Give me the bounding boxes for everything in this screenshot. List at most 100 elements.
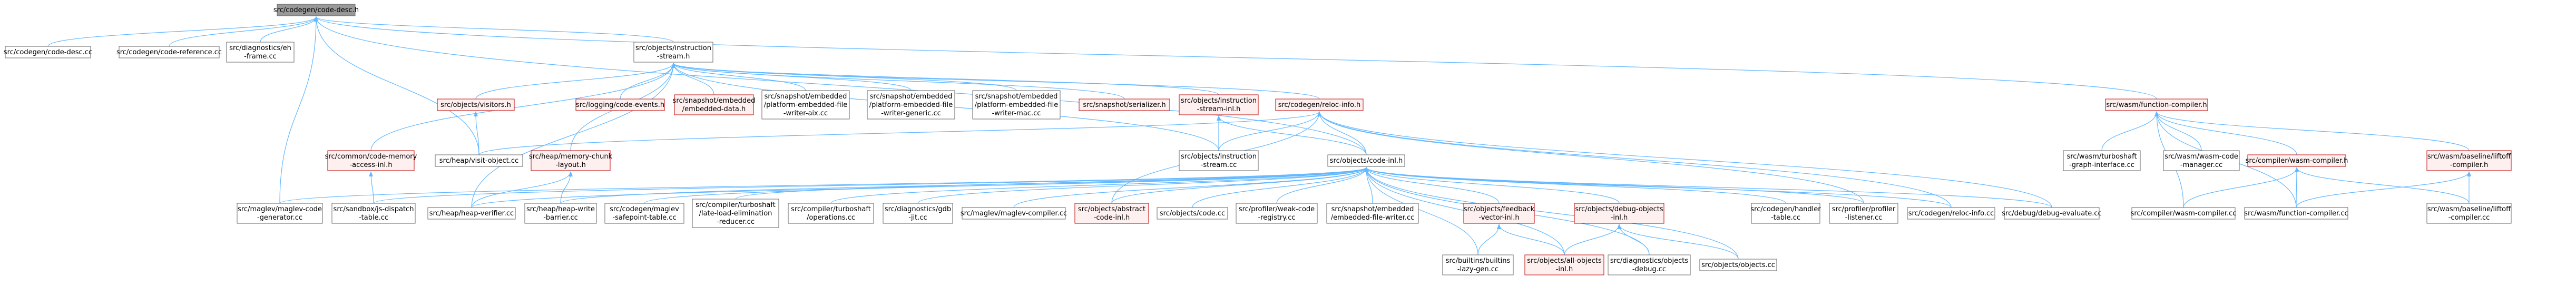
node-box [2426,203,2512,224]
edge-root-to-objects-code-inl-h [314,16,1367,155]
node-label: src/objects/code-inl.h [1330,157,1403,165]
node-wasm-code-manager-cc[interactable]: src/wasm/wasm-code-manager.cc [2163,150,2240,171]
node-turboshaft-operations-cc[interactable]: src/compiler/turboshaft/operations.cc [788,203,874,224]
edge-objects-code-inl-h-to-objects-objects-cc [1364,167,1739,260]
node-debug-evaluate-cc[interactable]: src/debug/debug-evaluate.cc [2002,207,2102,220]
node-objects-code-inl-h[interactable]: src/objects/code-inl.h [1327,154,1405,167]
node-label: -writer-mac.cc [992,110,1041,117]
node-maglev-compiler-cc[interactable]: src/maglev/maglev-compiler.cc [961,207,1067,220]
node-all-objects-inl-h[interactable]: src/objects/all-objects-inl.h [1524,254,1604,275]
node-platform-mac-cc[interactable]: src/snapshot/embedded/platform-embedded-… [972,90,1061,120]
node-code-desc-cc[interactable]: src/codegen/code-desc.cc [4,46,92,58]
node-reloc-info-cc[interactable]: src/codegen/reloc-info.cc [1907,207,1995,220]
node-box [1608,254,1691,275]
node-common-code-memory-access-inl-h[interactable]: src/common/code-memory-access-inl.h [325,150,417,171]
node-label: -vector-inl.h [1478,214,1519,222]
node-label: src/objects/feedback [1464,205,1535,213]
node-platform-aix-cc[interactable]: src/snapshot/embedded/platform-embedded-… [761,90,850,120]
node-label: /platform-embedded-file [764,101,847,109]
node-reloc-info-h[interactable]: src/codegen/reloc-info.h [1275,98,1364,111]
node-platform-generic-cc[interactable]: src/snapshot/embedded/platform-embedded-… [867,90,955,120]
node-heap-write-barrier-cc[interactable]: src/heap/heap-write-barrier.cc [524,203,597,224]
node-label: src/wasm/function-compiler.h [2106,101,2207,109]
node-instruction-stream-h[interactable]: src/objects/instruction-stream.h [633,42,713,63]
edge-root-to-code-desc-cc [47,16,318,47]
node-embedded-data-h[interactable]: src/snapshot/embedded/embedded-data.h [673,94,756,115]
node-objects-objects-cc[interactable]: src/objects/objects.cc [1699,259,1777,271]
node-label: -barrier.cc [543,214,578,222]
edge-objects-code-inl-h-to-sandbox-js-dispatch-table-cc [373,167,1368,204]
edge-root-to-heap-visit-object-cc [314,16,479,155]
node-box [331,203,416,224]
node-feedback-vector-inl-h[interactable]: src/objects/feedback-vector-inl.h [1463,203,1535,224]
node-compiler-wasm-compiler-cc[interactable]: src/compiler/wasm-compiler.cc [2131,207,2237,220]
edge-objects-code-inl-h-to-feedback-vector-inl-h [1364,167,1500,204]
edge-objects-code-inl-h-to-handler-table-cc [1364,167,1786,204]
node-handler-table-cc[interactable]: src/codegen/handler-table.cc [1750,203,1821,224]
node-label: src/snapshot/embedded [975,93,1058,101]
node-objects-visitors-h[interactable]: src/objects/visitors.h [437,98,515,111]
node-late-load-elimination-reducer-cc[interactable]: src/compiler/turboshaft/late-load-elimin… [692,199,779,228]
node-label: src/maglev/maglev-compiler.cc [961,210,1067,218]
node-diagnostics-objects-debug-cc[interactable]: src/diagnostics/objects-debug.cc [1608,254,1691,275]
edge-objects-code-inl-h-to-maglev-code-generator-cc [279,167,1368,204]
node-weak-code-registry-cc[interactable]: src/profiler/weak-code-registry.cc [1236,203,1318,224]
node-box [604,203,684,224]
edge-layer [47,16,2471,260]
node-maglev-safepoint-table-cc[interactable]: src/codegen/maglev-safepoint-table.cc [604,203,684,224]
node-diagnostics-gdb-jit-cc[interactable]: src/diagnostics/gdb-jit.cc [883,203,953,224]
node-box [435,154,523,167]
node-box [692,199,779,228]
node-label: src/maglev/maglev-code [238,205,322,213]
node-profiler-listener-cc[interactable]: src/profiler/profiler-listener.cc [1829,203,1898,224]
node-sandbox-js-dispatch-table-cc[interactable]: src/sandbox/js-dispatch-table.cc [331,203,416,224]
node-label: src/codegen/handler [1750,205,1821,213]
node-heap-memory-chunk-layout-h[interactable]: src/heap/memory-chunk-layout.h [529,150,613,171]
node-wasm-function-compiler-cc[interactable]: src/wasm/function-compiler.cc [2244,207,2348,220]
node-label: src/snapshot/serializer.h [1083,101,1165,109]
edge-feedback-vector-inl-h-to-all-objects-inl-h [1497,224,1565,255]
node-box [531,150,611,171]
node-liftoff-compiler-cc[interactable]: src/wasm/baseline/liftoff-compiler.cc [2426,203,2512,224]
node-label: -registry.cc [1258,214,1295,222]
node-label: -compiler.h [2450,161,2488,169]
node-maglev-code-generator-cc[interactable]: src/maglev/maglev-code-generator.cc [237,203,323,224]
node-label: src/diagnostics/eh [229,44,291,52]
node-snapshot-serializer-h[interactable]: src/snapshot/serializer.h [1079,98,1170,111]
node-builtins-lazy-gen-cc[interactable]: src/builtins/builtins-lazy-gen.cc [1442,254,1514,275]
node-label: -table.cc [1771,214,1800,222]
node-instruction-stream-cc[interactable]: src/objects/instruction-stream.cc [1179,150,1259,171]
node-logging-code-events-h[interactable]: src/logging/code-events.h [575,98,665,111]
node-label: -compiler.cc [2448,214,2490,222]
node-liftoff-compiler-h[interactable]: src/wasm/baseline/liftoff-compiler.h [2426,150,2512,171]
node-compiler-wasm-compiler-h[interactable]: src/compiler/wasm-compiler.h [2246,154,2348,167]
edge-instruction-stream-h-to-common-code-memory-access-inl-h [370,63,675,151]
node-label: src/codegen/code-reference.cc [116,48,222,56]
node-box [1179,150,1259,171]
node-abstract-code-inl-h[interactable]: src/objects/abstract-code-inl.h [1074,203,1149,224]
node-label: src/compiler/wasm-compiler.h [2246,157,2348,165]
node-heap-verifier-cc[interactable]: src/heap/heap-verifier.cc [427,207,516,220]
node-turboshaft-graph-interface-cc[interactable]: src/wasm/turboshaft-graph-interface.cc [2063,150,2141,171]
node-code-reference-cc[interactable]: src/codegen/code-reference.cc [116,46,222,58]
edge-wasm-function-compiler-h-to-wasm-code-manager-cc [2154,111,2202,151]
node-debug-objects-inl-h[interactable]: src/objects/debug-objects-inl.h [1574,203,1664,224]
node-label: src/objects/all-objects [1527,257,1602,265]
node-instruction-stream-inl-h[interactable]: src/objects/instruction-stream-inl.h [1179,94,1259,115]
node-wasm-function-compiler-h[interactable]: src/wasm/function-compiler.h [2105,98,2208,111]
node-label: -debug.cc [1632,265,1666,273]
edge-objects-code-inl-h-to-turboshaft-operations-cc [830,167,1368,204]
node-objects-code-cc[interactable]: src/objects/code.cc [1157,207,1228,220]
node-label: src/codegen/reloc-info.h [1278,101,1361,109]
edge-objects-code-inl-h-to-debug-objects-inl-h [1364,167,1620,204]
edge-reloc-info-h-to-objects-code-inl-h [1317,111,1367,155]
node-box [1326,203,1419,224]
node-label: src/heap/heap-write [526,205,595,213]
node-label: src/snapshot/embedded [1331,205,1414,213]
node-embedded-file-writer-cc[interactable]: src/snapshot/embedded/embedded-file-writ… [1326,203,1419,224]
node-diagnostics-eh-frame-cc[interactable]: src/diagnostics/eh-frame.cc [226,42,295,63]
edge-objects-code-inl-h-to-weak-code-registry-cc [1276,167,1368,204]
edge-reloc-info-h-to-instruction-stream-cc [1218,111,1321,151]
node-root[interactable]: src/codegen/code-desc.h [273,4,359,16]
node-heap-visit-object-cc[interactable]: src/heap/visit-object.cc [435,154,523,167]
